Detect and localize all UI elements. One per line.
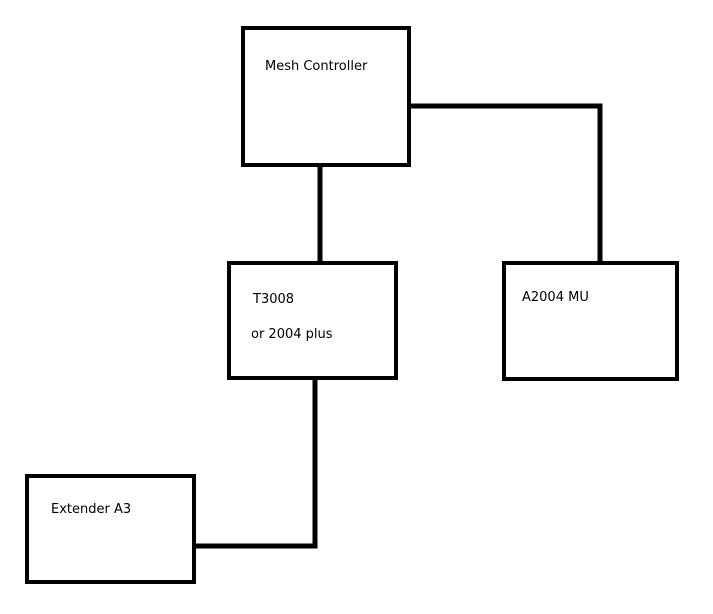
node-a2004-mu-label: A2004 MU	[522, 290, 589, 305]
node-t3008: T3008 or 2004 plus	[227, 261, 398, 380]
node-a2004-mu: A2004 MU	[502, 261, 679, 381]
node-mesh-controller: Mesh Controller	[241, 26, 411, 167]
edge-t3008-to-extender-a3	[195, 379, 318, 549]
node-extender-a3-label: Extender A3	[51, 502, 132, 517]
node-mesh-controller-label: Mesh Controller	[265, 59, 368, 74]
edge-mesh-controller-to-a2004-mu	[410, 103, 603, 263]
node-t3008-label-line2: or 2004 plus	[251, 327, 333, 342]
node-t3008-label-line1: T3008	[253, 292, 295, 307]
node-extender-a3: Extender A3	[25, 474, 196, 584]
